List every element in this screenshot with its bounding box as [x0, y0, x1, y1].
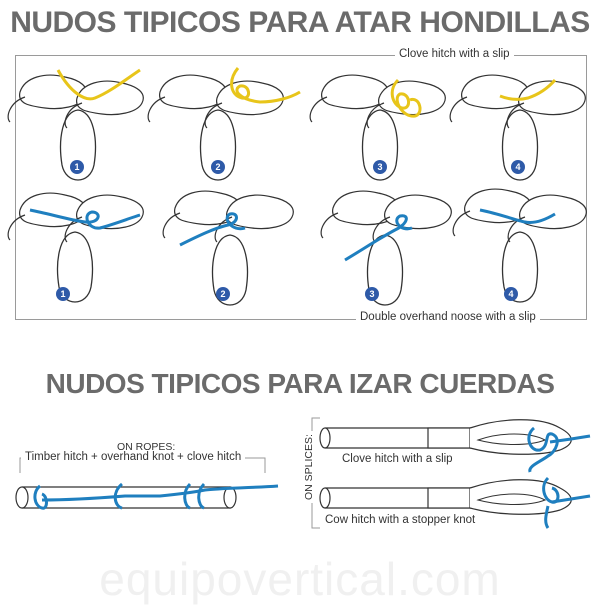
step-badge: 3 — [373, 160, 387, 174]
top-frame — [15, 55, 587, 320]
row2-step4-figure — [452, 188, 587, 303]
splice-clove-hitch-figure — [319, 419, 591, 473]
page-title-top: NUDOS TIPICOS PARA ATAR HONDILLAS — [10, 6, 590, 39]
label-on-splices: ON SPLICES: — [303, 431, 315, 503]
label-clove-hitch-slip-bottom: Clove hitch with a slip — [338, 453, 457, 465]
row1-step3-figure — [309, 74, 446, 181]
row1-step2-figure — [147, 67, 301, 181]
watermark-text: equipovertical.com — [99, 553, 501, 605]
row2-step3-figure — [320, 190, 452, 306]
step-badge: 3 — [365, 287, 379, 301]
row2-step1-figure — [7, 192, 144, 303]
label-double-overhand-noose: Double overhand noose with a slip — [356, 311, 540, 323]
label-timber-hitch: Timber hitch + overhand knot + clove hit… — [21, 451, 246, 463]
page-title-bottom: NUDOS TIPICOS PARA IZAR CUERDAS — [45, 368, 555, 399]
step-badge: 1 — [56, 287, 70, 301]
splice-cow-hitch-figure — [319, 476, 591, 529]
row2-step2-figure — [162, 190, 294, 306]
step-badge: 4 — [504, 287, 518, 301]
rod-timber-hitch-figure — [15, 482, 279, 510]
step-badge: 1 — [70, 160, 84, 174]
row1-step4-figure — [449, 74, 586, 181]
row1-step1-figure — [7, 68, 144, 181]
step-badge: 2 — [211, 160, 225, 174]
step-badge: 4 — [511, 160, 525, 174]
label-cow-hitch-stopper: Cow hitch with a stopper knot — [321, 514, 480, 526]
label-clove-hitch-slip-top: Clove hitch with a slip — [395, 48, 514, 60]
label-on-ropes: ON ROPES: — [113, 441, 180, 453]
step-badge: 2 — [216, 287, 230, 301]
